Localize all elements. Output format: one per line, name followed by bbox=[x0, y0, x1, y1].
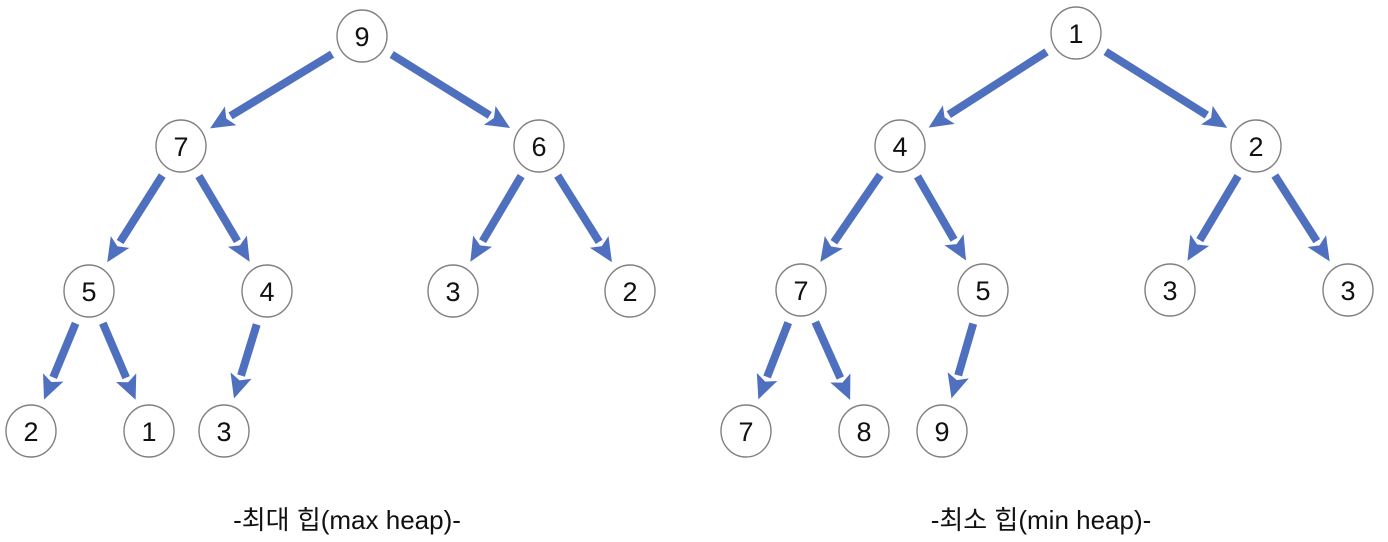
tree-edge-arrow bbox=[210, 50, 335, 129]
tree-node-label: 7 bbox=[793, 276, 808, 306]
tree-node[interactable]: 1 bbox=[1050, 6, 1102, 60]
tree-node-label: 2 bbox=[1248, 132, 1263, 162]
tree-node-label: 7 bbox=[173, 132, 188, 162]
nodes-layer: 9 7 6 5 4 3 2 2 1 3 1 4 2 7 5 3 3 7 8 9 bbox=[5, 6, 1374, 458]
tree-node-label: 2 bbox=[23, 417, 38, 447]
tree-node[interactable]: 2 bbox=[5, 404, 57, 458]
tree-node[interactable]: 2 bbox=[1230, 119, 1282, 173]
tree-edge-arrow bbox=[195, 174, 250, 262]
tree-node-label: 4 bbox=[259, 277, 274, 307]
edges-layer bbox=[43, 48, 1330, 400]
tree-edge-arrow bbox=[1187, 173, 1242, 261]
tree-node-label: 2 bbox=[622, 277, 637, 307]
tree-node[interactable]: 5 bbox=[63, 264, 115, 318]
tree-node[interactable]: 7 bbox=[775, 263, 827, 317]
tree-node[interactable]: 3 bbox=[1322, 263, 1374, 317]
caption-min-heap: -최소 힙(min heap)- bbox=[930, 505, 1152, 535]
tree-edge-arrow bbox=[1271, 173, 1330, 262]
tree-node-label: 7 bbox=[738, 417, 753, 447]
tree-node-label: 5 bbox=[81, 277, 96, 307]
tree-edge-arrow bbox=[1103, 48, 1228, 128]
tree-node[interactable]: 3 bbox=[1144, 263, 1196, 317]
tree-node-label: 3 bbox=[216, 417, 231, 447]
tree-node[interactable]: 3 bbox=[427, 264, 479, 318]
tree-node-label: 1 bbox=[1068, 19, 1083, 49]
tree-node[interactable]: 7 bbox=[155, 119, 207, 173]
tree-node-label: 5 bbox=[975, 276, 990, 306]
caption-max-heap: -최대 힙(max heap)- bbox=[233, 505, 461, 535]
tree-node-label: 3 bbox=[1162, 276, 1177, 306]
tree-node[interactable]: 3 bbox=[198, 404, 250, 458]
tree-edge-arrow bbox=[820, 172, 884, 262]
tree-edge-arrow bbox=[554, 173, 612, 263]
tree-node[interactable]: 5 bbox=[957, 263, 1009, 317]
tree-node-label: 9 bbox=[354, 22, 369, 52]
tree-node-label: 9 bbox=[934, 417, 949, 447]
tree-node[interactable]: 8 bbox=[838, 404, 890, 458]
tree-node-label: 1 bbox=[141, 417, 156, 447]
tree-node[interactable]: 2 bbox=[604, 264, 656, 318]
tree-edge-arrow bbox=[99, 321, 137, 400]
tree-node[interactable]: 6 bbox=[513, 119, 565, 173]
tree-node-label: 3 bbox=[1340, 276, 1355, 306]
tree-edge-arrow bbox=[230, 323, 261, 399]
tree-node-label: 4 bbox=[892, 132, 907, 162]
tree-edge-arrow bbox=[756, 321, 793, 400]
tree-edge-arrow bbox=[107, 173, 166, 263]
tree-edge-arrow bbox=[928, 48, 1049, 128]
tree-edge-arrow bbox=[914, 174, 967, 261]
tree-node-label: 6 bbox=[531, 132, 546, 162]
tree-node[interactable]: 9 bbox=[916, 404, 968, 458]
tree-node[interactable]: 9 bbox=[336, 9, 388, 63]
tree-edge-arrow bbox=[811, 320, 851, 400]
tree-node[interactable]: 4 bbox=[241, 264, 293, 318]
tree-node[interactable]: 7 bbox=[720, 404, 772, 458]
tree-node-label: 8 bbox=[856, 417, 871, 447]
tree-node-label: 3 bbox=[445, 277, 460, 307]
tree-edge-arrow bbox=[43, 321, 80, 400]
tree-edge-arrow bbox=[470, 174, 525, 262]
tree-edge-arrow bbox=[947, 322, 978, 399]
tree-node[interactable]: 4 bbox=[874, 119, 926, 173]
tree-edge-arrow bbox=[389, 51, 511, 129]
tree-node[interactable]: 1 bbox=[123, 404, 175, 458]
